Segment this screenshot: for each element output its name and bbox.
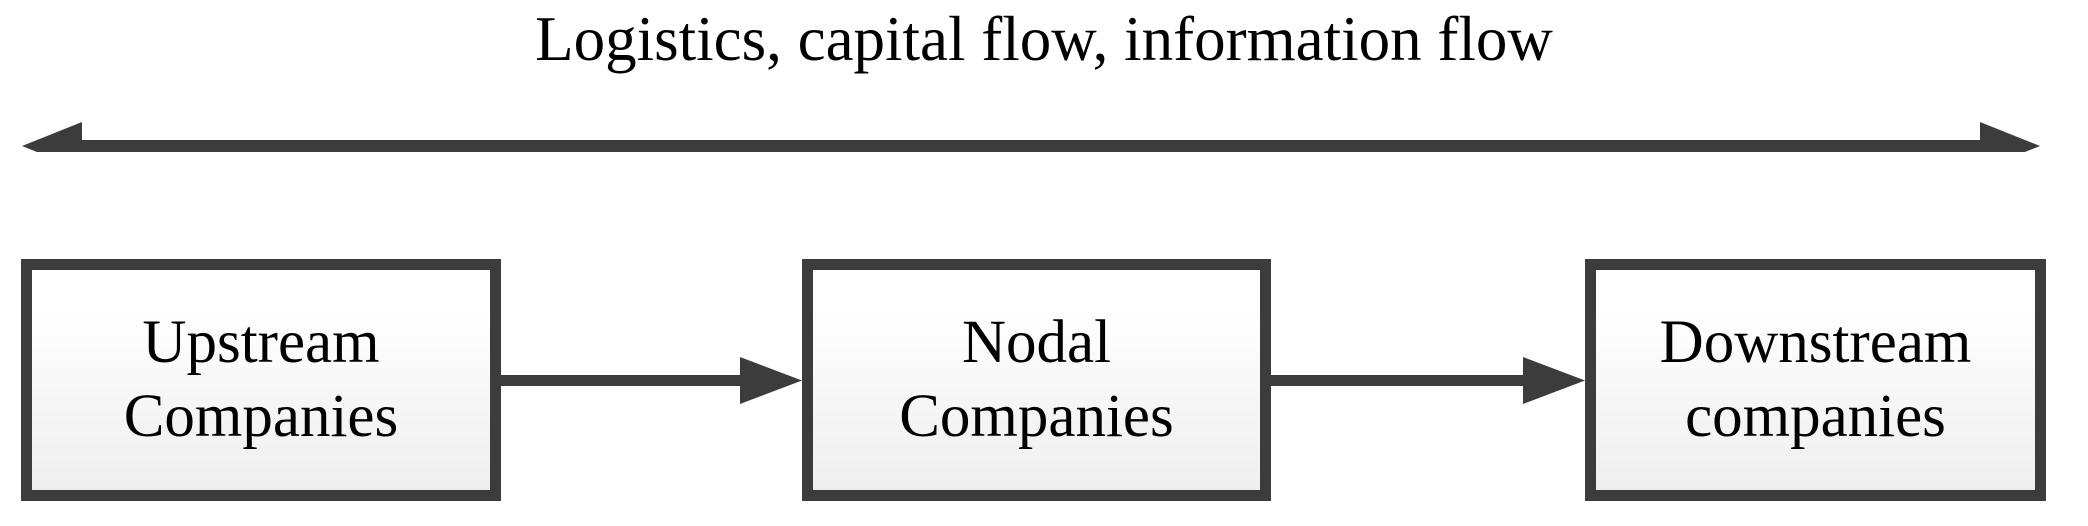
node-box-nodal[interactable]: Nodal Companies bbox=[802, 259, 1271, 501]
node-label-downstream: Downstream companies bbox=[1659, 309, 1972, 450]
node-box-downstream[interactable]: Downstream companies bbox=[1585, 259, 2046, 501]
node-label-upstream: Upstream Companies bbox=[123, 309, 399, 450]
node-box-upstream[interactable]: Upstream Companies bbox=[21, 259, 501, 501]
node-label-nodal: Nodal Companies bbox=[899, 309, 1174, 450]
bidirectional-flow-arrow-icon bbox=[18, 94, 2044, 152]
connector-arrow-upstream-to-nodal-icon bbox=[500, 350, 804, 412]
flow-title-label: Logistics, capital flow, information flo… bbox=[535, 4, 1553, 74]
connector-arrow-nodal-to-downstream-icon bbox=[1270, 350, 1587, 412]
